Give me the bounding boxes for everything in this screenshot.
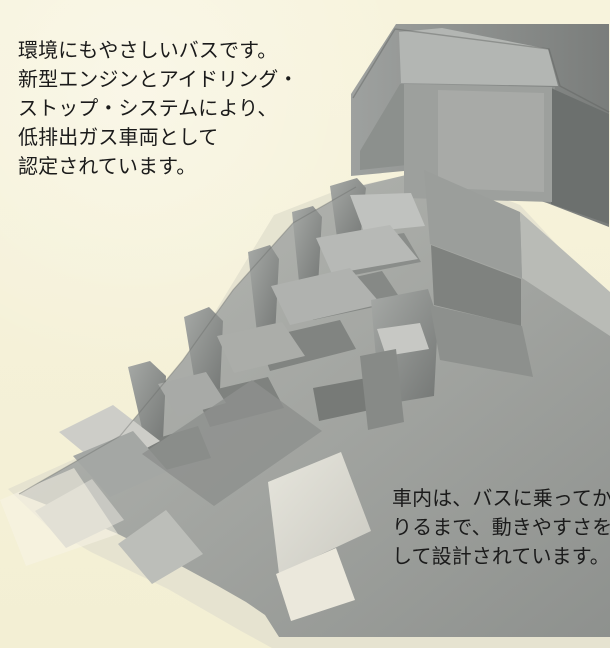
bottom-description-line-1: 車内は、バスに乗ってか bbox=[392, 486, 610, 510]
top-description-line-3: ストップ・システムにより、 bbox=[18, 96, 278, 120]
bottom-description-line-2: りるまで、動きやすさを bbox=[392, 515, 610, 539]
top-description-line-4: 低排出ガス車両として bbox=[18, 125, 219, 149]
top-description-line-1: 環境にもやさしいバスです。 bbox=[18, 38, 278, 62]
bottom-description-line-3: して設計されています。 bbox=[392, 544, 610, 568]
top-description-text: 環境にもやさしいバスです。 新型エンジンとアイドリング・ ストップ・システムによ… bbox=[18, 36, 298, 181]
top-description-line-5: 認定されています。 bbox=[18, 154, 197, 178]
bottom-description-text: 車内は、バスに乗ってか りるまで、動きやすさを して設計されています。 bbox=[392, 484, 610, 571]
top-description-line-2: 新型エンジンとアイドリング・ bbox=[18, 67, 299, 91]
